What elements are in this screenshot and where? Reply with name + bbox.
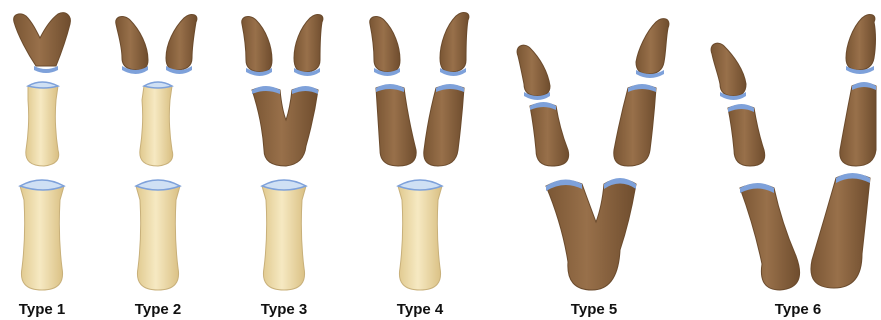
type-5-proximal-phalanx-left (530, 103, 569, 166)
type-4-distal-phalanx-right (440, 13, 469, 72)
type-2-distal-phalanx-left (116, 17, 148, 70)
type-1-distal-phalanx (14, 13, 71, 66)
type-5-group (517, 19, 669, 290)
type-2-distal-phalanx-right (166, 15, 197, 70)
type-4-distal-phalanx-left (370, 17, 400, 72)
type-5-metacarpal-y (546, 179, 636, 290)
type-6-metacarpal-right (811, 174, 870, 288)
type-4-metacarpal (398, 181, 442, 290)
type-2-proximal-phalanx (140, 83, 173, 166)
type-6-proximal-phalanx-left (728, 105, 765, 166)
type-5-distal-phalanx-left (517, 45, 550, 96)
type-1-distal-cartilage (34, 66, 58, 73)
type-2-group (116, 15, 197, 290)
type-3-group (242, 15, 323, 290)
type-1-group (14, 13, 71, 290)
type-2-metacarpal-cartilage (136, 180, 180, 190)
type-3-metacarpal-cartilage (262, 180, 306, 190)
type-3-label: Type 3 (261, 301, 307, 318)
type-6-group (711, 15, 876, 290)
type-1-proximal-cartilage (28, 82, 58, 88)
type-5-proximal-phalanx-right (614, 85, 656, 166)
type-5-distal-phalanx-right (636, 19, 669, 74)
type-5-label: Type 5 (571, 301, 617, 318)
type-2-label: Type 2 (135, 301, 181, 318)
type-6-distal-phalanx-left (711, 43, 746, 96)
type-3-metacarpal (262, 181, 306, 290)
type-6-distal-phalanx-right (846, 15, 876, 70)
type-4-label: Type 4 (397, 301, 444, 318)
type-3-proximal-phalanx-y (252, 87, 318, 166)
type-4-proximal-phalanx-left (376, 85, 416, 166)
type-1-label: Type 1 (19, 301, 65, 318)
type-3-distal-phalanx-right (294, 15, 323, 72)
type-1-metacarpal (20, 181, 64, 290)
type-4-proximal-phalanx-right (424, 85, 464, 166)
type-2-proximal-cartilage (144, 82, 172, 88)
type-6-proximal-phalanx-right (840, 83, 876, 166)
type-6-label: Type 6 (775, 301, 821, 318)
type-3-distal-phalanx-left (242, 17, 272, 72)
type-4-group (370, 13, 469, 290)
type-1-proximal-phalanx (26, 83, 59, 166)
type-2-metacarpal (136, 181, 180, 290)
type-1-metacarpal-cartilage (20, 180, 64, 190)
type-4-metacarpal-cartilage (398, 180, 442, 190)
type-6-metacarpal-left (740, 184, 800, 290)
